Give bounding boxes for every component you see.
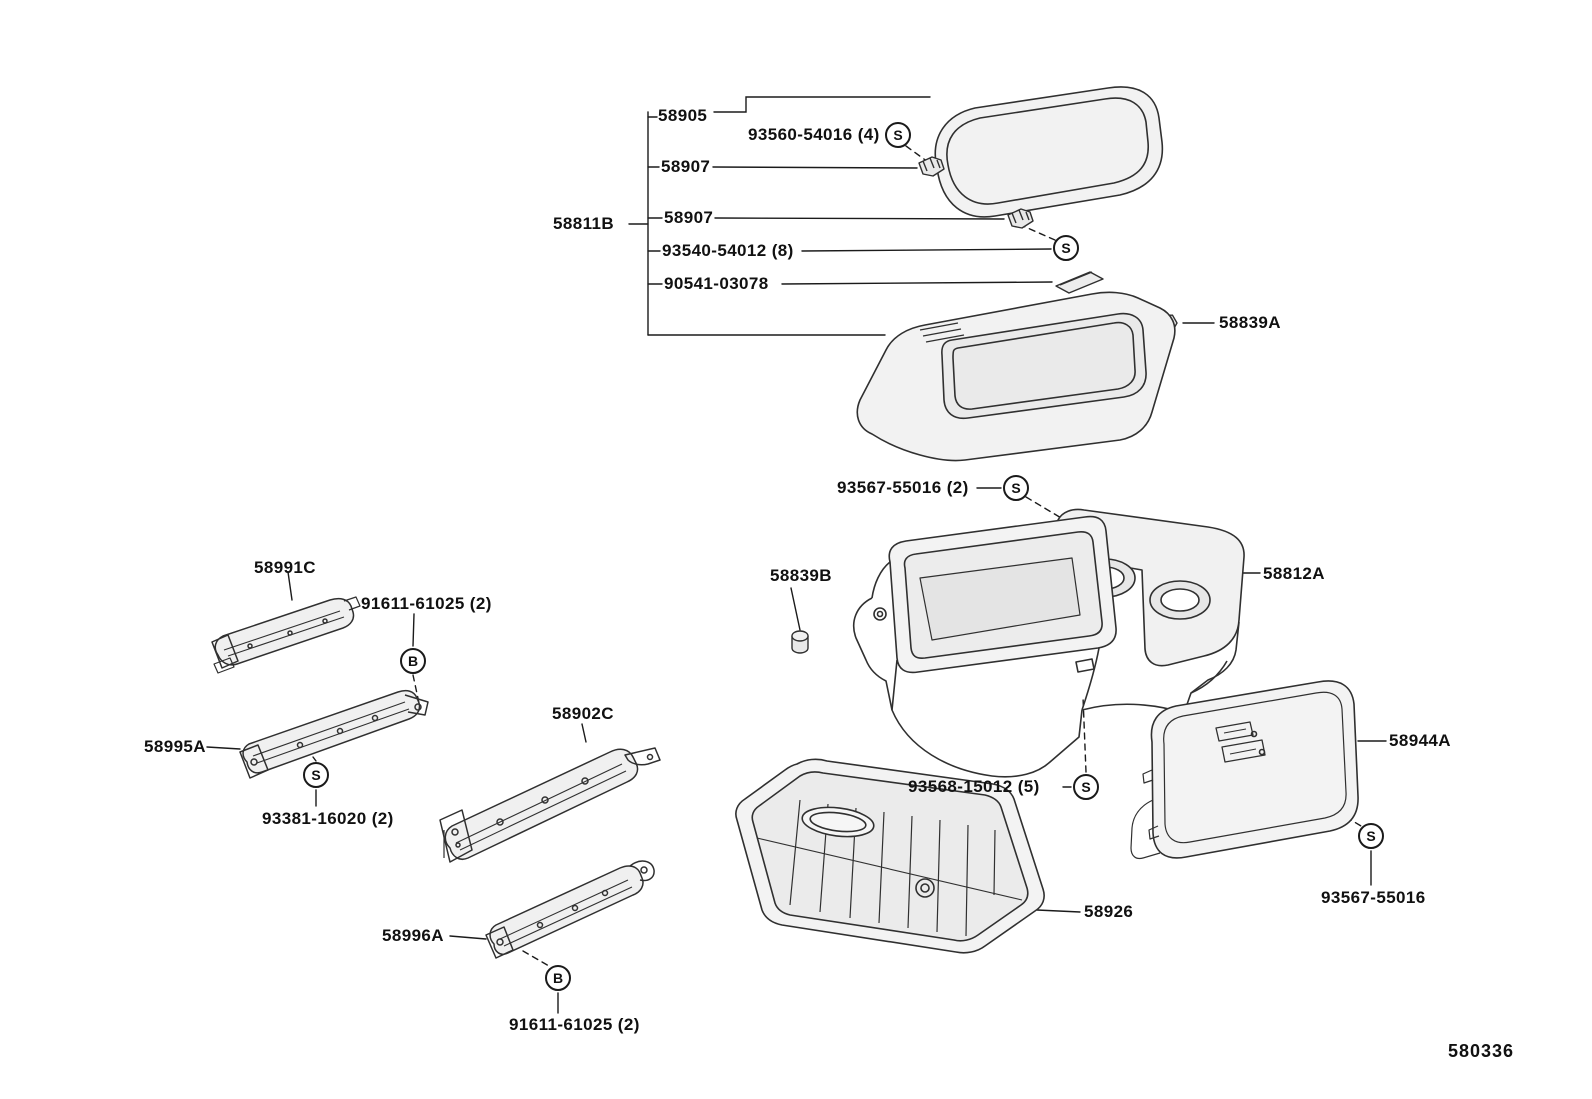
part-label-91611-61025-lower: 91611-61025 (2) (509, 1015, 640, 1034)
clip-drawing (791, 630, 809, 654)
bottom-tray-drawing (735, 758, 1045, 954)
rail-58995a-drawing (239, 689, 429, 779)
part-label-93568-15012: 93568-15012 (5) (908, 777, 1040, 796)
part-label-58996a: 58996A (382, 926, 444, 945)
bolt-symbol-91611-upper: B (400, 648, 426, 674)
part-label-58902c: 58902C (552, 704, 614, 723)
part-label-93567-55016-2: 93567-55016 (2) (837, 478, 969, 497)
striker-plate-drawing (1055, 271, 1104, 294)
console-upper-cover-drawing (856, 291, 1176, 462)
hinge-clip-drawing-1 (918, 156, 945, 177)
side-panel-drawing (1130, 680, 1359, 860)
part-label-93540-54012: 93540-54012 (8) (662, 241, 794, 260)
screw-symbol-93540: S (1053, 235, 1079, 261)
part-label-90541-03078: 90541-03078 (664, 274, 769, 293)
screw-symbol-93567-upper: S (1003, 475, 1029, 501)
part-label-58839b: 58839B (770, 566, 832, 585)
part-label-93560-54016: 93560-54016 (4) (748, 125, 880, 144)
part-label-58839a: 58839A (1219, 313, 1281, 332)
part-label-58907-upper: 58907 (661, 157, 711, 176)
part-label-58811b: 58811B (553, 214, 615, 233)
rail-58902c-drawing (439, 747, 661, 863)
part-label-91611-61025-upper: 91611-61025 (2) (361, 594, 492, 613)
part-label-58944a: 58944A (1389, 731, 1451, 750)
part-label-58907-lower: 58907 (664, 208, 714, 227)
diagram-code: 580336 (1448, 1041, 1515, 1061)
screw-symbol-93567-lower: S (1358, 823, 1384, 849)
part-label-58995a: 58995A (144, 737, 206, 756)
part-label-58905: 58905 (658, 106, 708, 125)
hinge-clip-drawing-2 (1007, 208, 1034, 229)
console-box-drawing (852, 508, 1245, 778)
screw-symbol-93568: S (1073, 774, 1099, 800)
bracket-58991c-drawing (211, 596, 361, 674)
screw-symbol-93560: S (885, 122, 911, 148)
part-label-58926: 58926 (1084, 902, 1134, 921)
part-label-58812a: 58812A (1263, 564, 1325, 583)
armrest-lid-drawing (934, 86, 1164, 218)
part-label-58991c: 58991C (254, 558, 316, 577)
bolt-symbol-91611-lower: B (545, 965, 571, 991)
callout-lines (206, 96, 1387, 1014)
rail-58996a-drawing (485, 860, 655, 959)
part-label-93567-55016: 93567-55016 (1321, 888, 1426, 907)
screw-symbol-93381: S (303, 762, 329, 788)
part-label-93381-16020: 93381-16020 (2) (262, 809, 394, 828)
